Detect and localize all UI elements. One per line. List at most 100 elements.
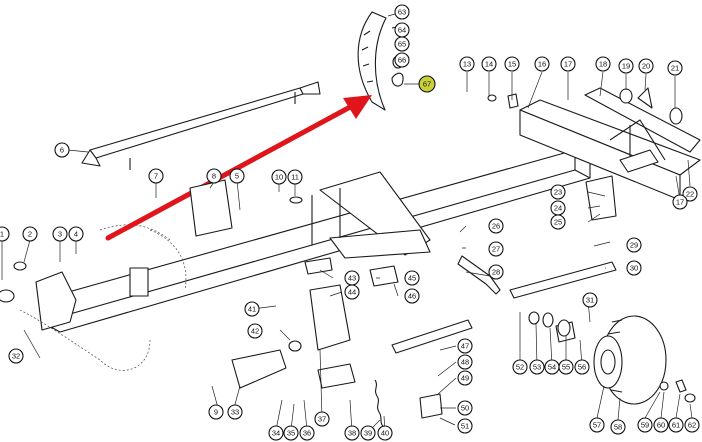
svg-text:56: 56: [578, 363, 586, 372]
callout-14[interactable]: 14: [481, 56, 497, 72]
svg-text:57: 57: [593, 421, 601, 430]
callout-47[interactable]: 47: [457, 338, 473, 354]
callout-16[interactable]: 16: [534, 56, 550, 72]
svg-text:3: 3: [58, 230, 62, 239]
callout-17[interactable]: 17: [560, 56, 576, 72]
callout-46[interactable]: 46: [404, 288, 420, 304]
callout-19[interactable]: 19: [618, 58, 634, 74]
svg-text:6: 6: [60, 146, 64, 155]
callout-25[interactable]: 25: [550, 214, 566, 230]
wheel-part: [593, 315, 667, 405]
svg-text:30: 30: [630, 264, 638, 273]
svg-text:1: 1: [0, 230, 4, 239]
svg-text:22: 22: [686, 190, 694, 199]
callout-41[interactable]: 41: [244, 301, 260, 317]
svg-text:50: 50: [461, 404, 469, 413]
svg-text:36: 36: [303, 429, 311, 438]
callout-61[interactable]: 61: [668, 417, 684, 433]
svg-text:38: 38: [348, 429, 356, 438]
callout-31[interactable]: 31: [582, 292, 598, 308]
callout-2[interactable]: 2: [22, 226, 38, 242]
callout-21[interactable]: 21: [667, 60, 683, 76]
callout-20[interactable]: 20: [638, 58, 654, 74]
shaft-part: [391, 319, 473, 354]
callout-39[interactable]: 39: [360, 425, 376, 441]
callout-64[interactable]: 64: [394, 22, 410, 38]
callout-1[interactable]: 1: [0, 226, 10, 242]
callout-24[interactable]: 24: [550, 200, 566, 216]
callout-13[interactable]: 13: [459, 56, 475, 72]
callout-32[interactable]: 32: [8, 348, 24, 364]
callout-62[interactable]: 62: [684, 417, 700, 433]
callout-60[interactable]: 60: [653, 417, 669, 433]
svg-text:33: 33: [231, 408, 239, 417]
svg-text:55: 55: [562, 363, 570, 372]
svg-text:28: 28: [492, 268, 500, 277]
callout-30[interactable]: 30: [626, 260, 642, 276]
callout-22[interactable]: 22: [682, 186, 698, 202]
callout-48[interactable]: 48: [457, 354, 473, 370]
callout-52[interactable]: 52: [512, 359, 528, 375]
callout-33[interactable]: 33: [227, 404, 243, 420]
callout-66[interactable]: 66: [394, 52, 410, 68]
callout-7[interactable]: 7: [148, 168, 164, 184]
callout-56[interactable]: 56: [574, 359, 590, 375]
callout-28[interactable]: 28: [488, 264, 504, 280]
callout-26[interactable]: 26: [488, 218, 504, 234]
svg-text:19: 19: [622, 62, 630, 71]
callout-65[interactable]: 65: [394, 36, 410, 52]
svg-text:40: 40: [381, 429, 389, 438]
callout-42[interactable]: 42: [247, 323, 263, 339]
callout-57[interactable]: 57: [589, 417, 605, 433]
svg-text:2: 2: [28, 230, 32, 239]
callout-8[interactable]: 8: [206, 168, 222, 184]
callout-9[interactable]: 9: [208, 404, 224, 420]
callout-34[interactable]: 34: [268, 425, 284, 441]
svg-text:35: 35: [287, 429, 295, 438]
callout-49[interactable]: 49: [457, 370, 473, 386]
callout-51[interactable]: 51: [457, 418, 473, 434]
callout-4[interactable]: 4: [68, 226, 84, 242]
callout-44[interactable]: 44: [344, 284, 360, 300]
callout-37[interactable]: 37: [314, 411, 330, 427]
callout-29[interactable]: 29: [626, 237, 642, 253]
callout-23[interactable]: 23: [550, 184, 566, 200]
callout-45[interactable]: 45: [404, 270, 420, 286]
callout-38[interactable]: 38: [344, 425, 360, 441]
callout-18[interactable]: 18: [595, 56, 611, 72]
callout-53[interactable]: 53: [529, 359, 545, 375]
callout-27[interactable]: 27: [488, 241, 504, 257]
callout-6[interactable]: 6: [54, 142, 70, 158]
callout-15[interactable]: 15: [504, 56, 520, 72]
callout-58[interactable]: 58: [610, 419, 626, 435]
callout-10[interactable]: 10: [271, 169, 287, 185]
svg-text:67: 67: [423, 80, 431, 89]
svg-text:9: 9: [214, 408, 218, 417]
svg-text:14: 14: [485, 60, 493, 69]
callout-43[interactable]: 43: [344, 270, 360, 286]
callout-59[interactable]: 59: [637, 417, 653, 433]
red-pointer-arrow: [105, 95, 372, 241]
callout-63[interactable]: 63: [394, 4, 410, 20]
brackets: [0, 87, 696, 427]
front-rail-part: [81, 81, 321, 170]
callout-40[interactable]: 40: [377, 425, 393, 441]
callout-11[interactable]: 11: [287, 169, 303, 185]
svg-text:13: 13: [463, 60, 471, 69]
callout-54[interactable]: 54: [544, 359, 560, 375]
svg-text:17: 17: [676, 198, 684, 207]
rear-beam-assembly: [519, 87, 701, 201]
svg-text:31: 31: [586, 296, 594, 305]
svg-text:41: 41: [248, 305, 256, 314]
callout-67-highlighted[interactable]: 67: [418, 75, 436, 93]
callout-17b[interactable]: 17: [672, 194, 688, 210]
svg-text:26: 26: [492, 222, 500, 231]
svg-text:46: 46: [408, 292, 416, 301]
callout-5[interactable]: 5: [229, 168, 245, 184]
callout-36[interactable]: 36: [299, 425, 315, 441]
callout-3[interactable]: 3: [52, 226, 68, 242]
callout-55[interactable]: 55: [558, 359, 574, 375]
callout-35[interactable]: 35: [283, 425, 299, 441]
callout-50[interactable]: 50: [457, 400, 473, 416]
